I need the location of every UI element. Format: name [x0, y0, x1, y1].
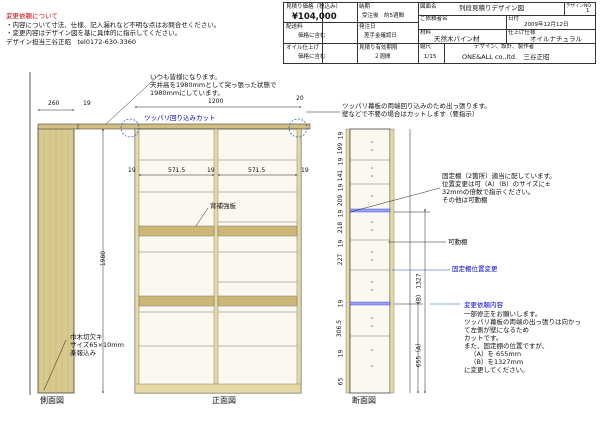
sec-dim-6: 209: [337, 194, 345, 207]
drawing-name-label: 図面名: [420, 4, 437, 10]
oil-label: オイル仕上げ: [286, 45, 320, 51]
ceiling-note-3: 1980mmにしています。: [150, 89, 224, 97]
drawing-name-value: 列段見積りデザイン図: [459, 4, 524, 12]
sec-dim-11: 19: [337, 299, 345, 308]
tsuppari-note-1: ツッパリ幕板の両端回り込みのため出っ張ります。: [342, 102, 491, 110]
dim-left-col: 571.5: [168, 167, 186, 174]
dim-width-total: 1200: [208, 98, 224, 105]
finish-label: 仕上げ仕様: [508, 30, 536, 36]
movable-shelf-label: 可動棚: [448, 238, 468, 246]
ship-date-value: 差手金確認日: [364, 33, 398, 39]
notes-heading: 変更依頼について: [6, 12, 58, 20]
dim-side-depth: 260: [48, 100, 60, 107]
sec-dim-10: 227: [337, 253, 345, 266]
dim-height: 1980: [100, 250, 108, 267]
design-no-label: デザインNO: [566, 4, 591, 9]
date-label: 日付: [508, 16, 520, 22]
date-value: 2009年12月12日: [524, 22, 569, 28]
dim-side-gap: 19: [83, 100, 91, 107]
design-no-value: 1: [586, 8, 590, 14]
material-value: 天然木パイン材: [434, 35, 480, 43]
fixed-shelf-change-label: 固定棚位置変更: [452, 265, 498, 273]
sec-dim-5: 19: [337, 183, 345, 192]
top-rail: [77, 123, 311, 130]
delivery-value: 受注後 約5週間: [362, 13, 404, 19]
ceiling-note-1: いつも皆様になります。: [150, 73, 221, 81]
change-body-5: （A）を 655mm: [470, 350, 522, 358]
fixed-shelf-b: [349, 301, 391, 306]
front-view: [77, 118, 311, 394]
fixed-shelf-note-4: その他は可動棚: [442, 196, 488, 204]
sec-dim-7: 19: [337, 209, 345, 218]
dim-right-col: 571.5: [248, 167, 266, 174]
sec-dim-14: 65: [337, 377, 345, 386]
dim-A: 655（A）: [415, 339, 423, 368]
material-label: 材料: [420, 30, 432, 36]
tsuppari-note-2: 壁などで不要の場合はカットします（要指示）: [342, 110, 479, 118]
plinth-note-1: 巾木切欠キ: [70, 333, 103, 341]
price-label: 見積り価格（税込み）: [286, 4, 342, 10]
fixed-shelf-note-3: 32mmの倍数で指示ください。: [442, 188, 535, 196]
sec-dim-2: 199: [337, 142, 345, 155]
fixed-shelf-note-2: 位置変更は可（A）（B）のサイズに±: [442, 180, 551, 188]
side-view-panel: [37, 127, 75, 394]
maker-label: デザイン、設計、製作者: [474, 44, 535, 50]
tsuppari-cut-label: ツッパリ回り込みカット: [144, 114, 216, 122]
notes-line-2: ・変更内容はデザイン図を基に具体的に指示してください。: [6, 29, 182, 37]
back-reinforce-board-lower-right: [217, 295, 298, 307]
back-reinforce-label: 背補強板: [210, 202, 236, 210]
sec-dim-4: 141: [337, 169, 345, 182]
sec-dim-13: 19: [337, 349, 345, 358]
notes-line-1: ・内容について寸法、仕様、記入漏れなど不明な点はお問合せください。: [6, 21, 221, 29]
sec-dim-9: 19: [337, 239, 345, 248]
scale-label: 縮尺: [420, 44, 432, 50]
notes-contact: デザイン担当三谷正昭 tel0172-630-3360: [6, 38, 137, 46]
cut-circle-left: [120, 118, 140, 138]
change-body-7: に変更してください。: [464, 366, 529, 374]
customer-label: ご依頼者名: [420, 16, 448, 22]
change-body-6: （B）を1327mm: [470, 358, 524, 366]
dim-19-b: 19: [207, 167, 215, 174]
change-heading: 変更依頼内容: [464, 301, 503, 309]
cut-circle-right: [288, 118, 308, 138]
fixed-shelf-note-1: 固定棚（2箇所）適当に配しています。: [442, 172, 556, 180]
maker-value: ONE&ALL co.,ltd. 三谷正昭: [462, 53, 550, 61]
dim-top-right: 20: [296, 95, 304, 102]
validity-label: 見積り有効期限: [359, 45, 398, 51]
back-reinforce-board-right: [217, 225, 298, 237]
oil-value: 価格に含む: [298, 54, 326, 60]
shipping-value: 価格に含む: [298, 33, 326, 39]
dim-B: (B) 1327: [415, 273, 423, 304]
sec-dim-8: 218: [337, 221, 345, 234]
change-body-4: また、固定棚の位置ですが、: [464, 342, 549, 350]
view-label-side: 側面図: [40, 396, 64, 405]
plinth-note-3: 楽報込み: [70, 349, 96, 357]
sec-dim-1: 19: [337, 131, 345, 140]
view-label-front: 正面図: [212, 396, 236, 405]
back-reinforce-board-left: [138, 225, 215, 237]
back-reinforce-board-lower-left: [138, 295, 215, 307]
change-body-2: ツッパリ幕板の両端の出っ張りは向かって左側が壁になるため: [464, 318, 581, 334]
shipping-label: 配送料: [286, 24, 303, 30]
ship-date-label: 発注日: [359, 24, 376, 30]
plinth-note-2: サイズ65×10mm: [70, 341, 124, 349]
sec-dim-12: 306.5: [336, 319, 344, 338]
sec-dim-3: 19: [337, 157, 345, 166]
finish-value: オイルナチュラル: [530, 35, 582, 43]
validity-value: ２週間: [374, 54, 391, 60]
scale-value: 1/15: [424, 54, 437, 60]
side-view-top: [37, 123, 79, 130]
delivery-label: 納期: [359, 4, 371, 10]
section-view: [345, 128, 395, 394]
price-value: ¥104,000: [292, 12, 337, 22]
view-label-section: 断面図: [352, 396, 376, 405]
fixed-shelf-a: [349, 208, 391, 213]
ceiling-note-2: 天井高を1980mmとして突っ張った状態で: [150, 81, 277, 89]
title-block: 見積り価格（税込み） ¥104,000 納期 受注後 約5週間 配送料 価格に含…: [283, 2, 596, 64]
change-body-1: 一部修正をお願いします。: [464, 310, 542, 318]
dim-19-c: 19: [301, 167, 309, 174]
dim-19-a: 19: [128, 167, 136, 174]
change-body-3: カットです。: [464, 334, 503, 342]
